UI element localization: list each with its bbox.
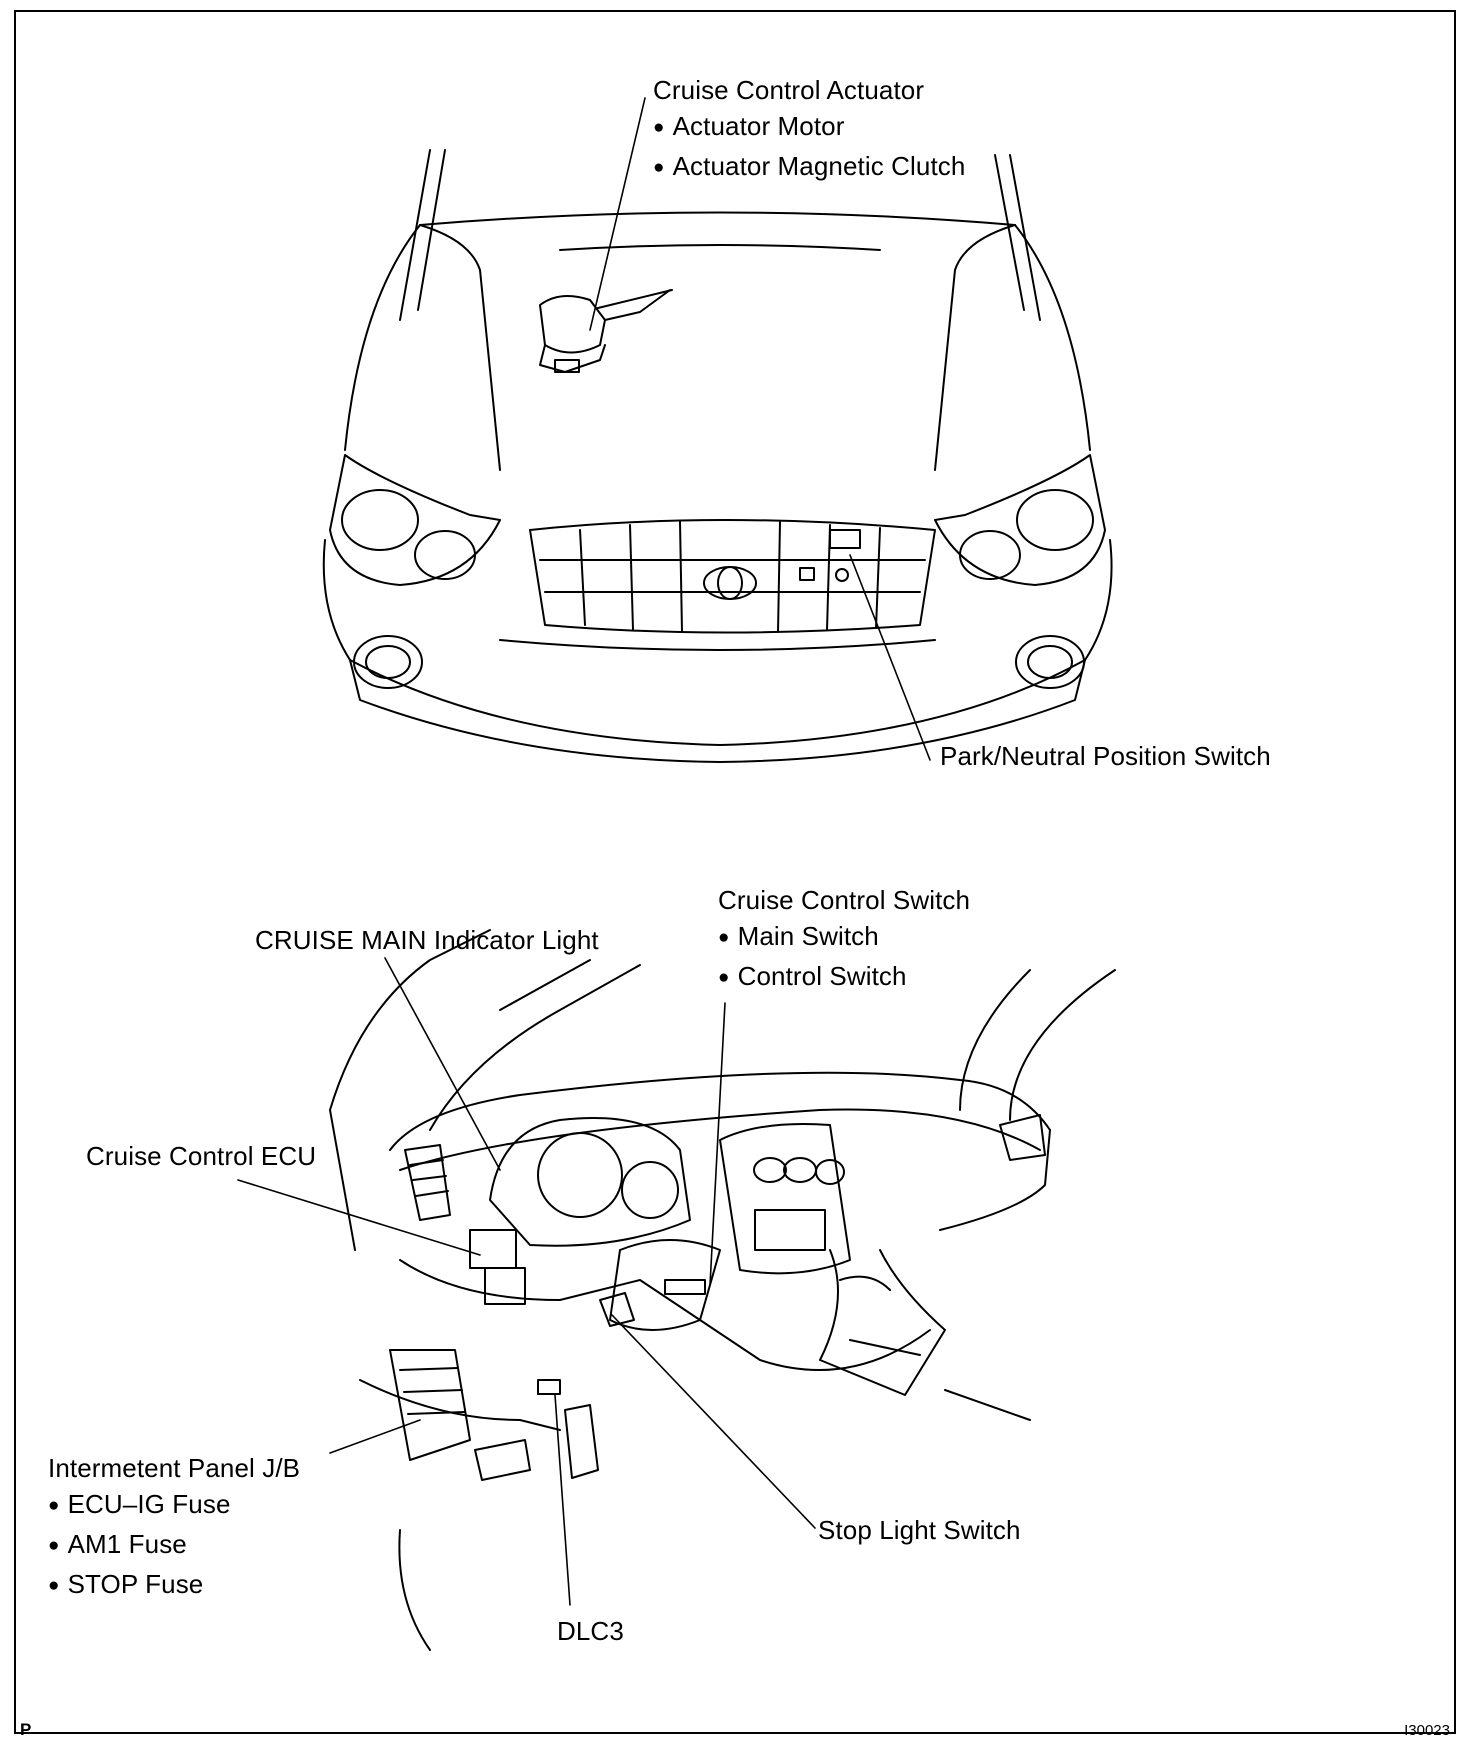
leader-lines (237, 97, 931, 1606)
stop-light-switch-label: Stop Light Switch (818, 1515, 1021, 1545)
figure-frame (14, 10, 1456, 1734)
junction-block-callout: Intermetent Panel J/B ECU–IG Fuse AM1 Fu… (48, 1450, 300, 1606)
figure-id: I30023 (1404, 1722, 1450, 1739)
main-switch-item: Main Switch (718, 918, 970, 958)
control-switch-label: Cruise Control Switch (718, 885, 971, 915)
junction-block-label: Intermetent Panel J/B (48, 1453, 301, 1483)
actuator-callout: Cruise Control Actuator Actuator Motor A… (653, 72, 965, 188)
page-corner-mark: P (20, 1720, 32, 1739)
dlc3-label: DLC3 (557, 1616, 624, 1646)
actuator-motor-item: Actuator Motor (653, 108, 965, 148)
ecu-label: Cruise Control ECU (86, 1141, 317, 1171)
control-switch-callout: Cruise Control Switch Main Switch Contro… (718, 882, 970, 998)
stop-fuse-item: STOP Fuse (48, 1566, 300, 1606)
actuator-sketch (539, 289, 673, 373)
control-switch-item: Control Switch (718, 958, 970, 998)
vehicle-front-view (322, 149, 1113, 763)
pnp-switch-label: Park/Neutral Position Switch (940, 741, 1271, 771)
actuator-clutch-item: Actuator Magnetic Clutch (653, 148, 966, 188)
ecu-ig-fuse-item: ECU–IG Fuse (48, 1486, 300, 1526)
main-indicator-label: CRUISE MAIN Indicator Light (255, 925, 599, 955)
am1-fuse-item: AM1 Fuse (48, 1526, 300, 1566)
actuator-label: Cruise Control Actuator (653, 75, 925, 105)
interior-view (329, 929, 1116, 1651)
